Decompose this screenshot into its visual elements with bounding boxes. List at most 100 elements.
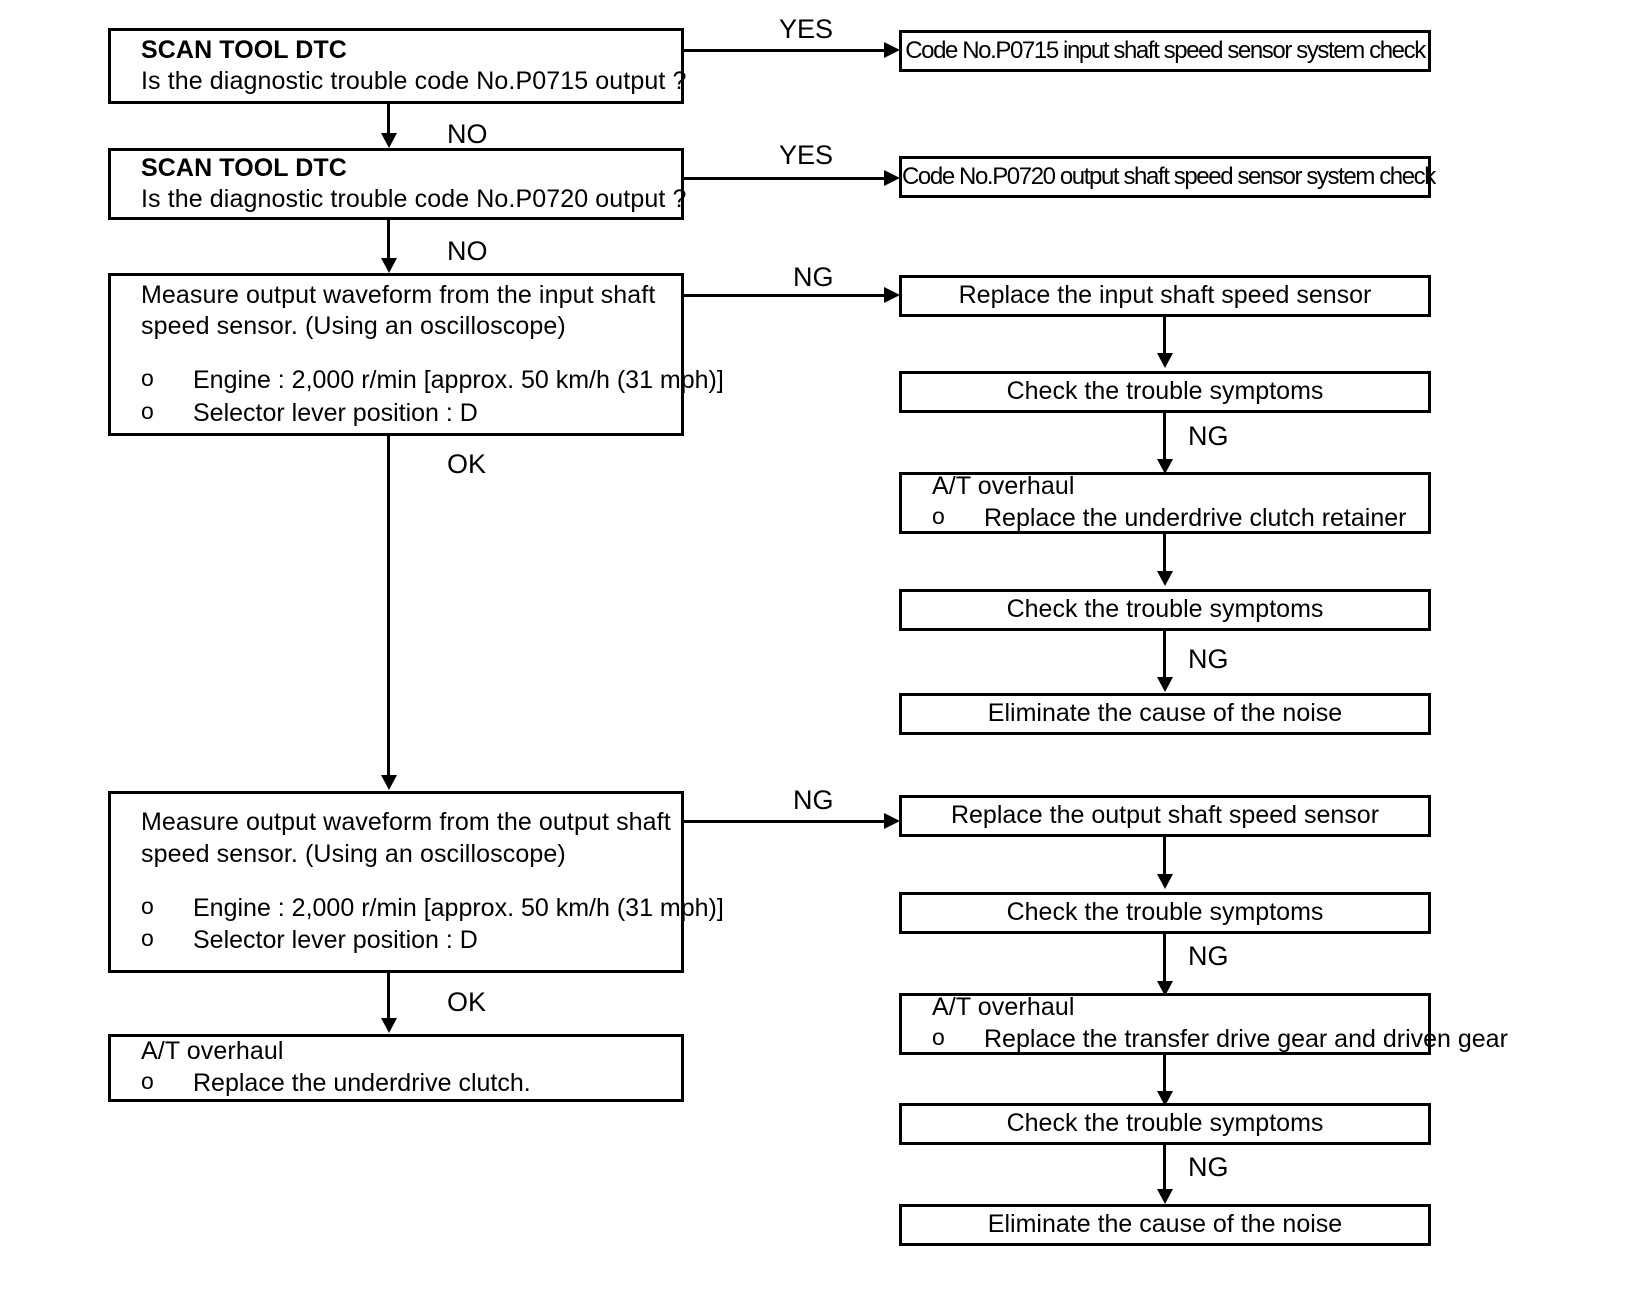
node-measure-output-shaft[interactable]: Measure output waveform from the output … [108, 791, 724, 973]
node-check-symptoms-1[interactable]: Check the trouble symptoms [899, 371, 1431, 413]
node-label: Check the trouble symptoms [1006, 898, 1324, 927]
label-yes-2: YES [779, 140, 834, 170]
node-replace-input-shaft-sensor[interactable]: Replace the input shaft speed sensor [899, 275, 1431, 317]
label-ng-r6: NG [1188, 941, 1229, 971]
arrow-r2 [1157, 459, 1173, 474]
connector-ok-2 [387, 973, 390, 1025]
arrow-yes-2 [884, 170, 900, 186]
node-check-symptoms-4[interactable]: Check the trouble symptoms [899, 1103, 1431, 1145]
connector-r3 [1163, 534, 1166, 574]
connector-r8 [1163, 1145, 1166, 1193]
label-no-2: NO [447, 236, 488, 266]
bullet-text: Selector lever position : D [193, 926, 478, 955]
bullet-marker: o [932, 503, 945, 530]
label-ng-r4: NG [1188, 644, 1229, 674]
measure-output-line-1: Measure output waveform from the output … [141, 808, 671, 837]
at-overhaul-bullet: o Replace the underdrive clutch retainer [932, 502, 1420, 535]
connector-r4 [1163, 631, 1166, 681]
node-heading: SCAN TOOL DTC [141, 153, 347, 182]
arrow-ng-1 [884, 287, 900, 303]
measure-input-line-1: Measure output waveform from the input s… [141, 280, 656, 309]
node-scan-tool-dtc-p0720[interactable]: SCAN TOOL DTC Is the diagnostic trouble … [108, 148, 687, 220]
arrow-r5 [1157, 874, 1173, 889]
arrow-r8 [1157, 1189, 1173, 1204]
bullet-marker: o [932, 1024, 945, 1051]
connector-yes-1 [684, 49, 886, 52]
connector-r1 [1163, 317, 1166, 357]
node-replace-output-shaft-sensor[interactable]: Replace the output shaft speed sensor [899, 795, 1431, 837]
at-overhaul-heading: A/T overhaul [932, 472, 1075, 501]
bullet-marker: o [141, 365, 154, 392]
arrow-r1 [1157, 353, 1173, 368]
bullet-text: Replace the underdrive clutch retainer [984, 504, 1407, 533]
node-label: Check the trouble symptoms [1006, 377, 1324, 406]
node-measure-input-shaft[interactable]: Measure output waveform from the input s… [108, 273, 724, 436]
at-overhaul-heading: A/T overhaul [932, 993, 1075, 1022]
node-at-overhaul-retainer[interactable]: A/T overhaul o Replace the underdrive cl… [899, 472, 1431, 534]
label-ng-r2: NG [1188, 421, 1229, 451]
connector-r6 [1163, 934, 1166, 986]
node-label: Check the trouble symptoms [1006, 1109, 1324, 1138]
connector-ng-1 [684, 294, 886, 297]
connector-r2 [1163, 413, 1166, 465]
node-check-symptoms-3[interactable]: Check the trouble symptoms [899, 892, 1431, 934]
measure-input-bullet-1: o Engine : 2,000 r/min [approx. 50 km/h … [141, 364, 724, 397]
bullet-text: Replace the transfer drive gear and driv… [984, 1025, 1508, 1054]
node-check-symptoms-2[interactable]: Check the trouble symptoms [899, 589, 1431, 631]
label-ok-2: OK [447, 987, 487, 1017]
connector-ng-2 [684, 820, 886, 823]
bullet-marker: o [141, 1068, 154, 1095]
node-label: Eliminate the cause of the noise [987, 1210, 1343, 1239]
connector-ok-1 [387, 436, 390, 780]
node-code-p0720-check[interactable]: Code No.P0720 output shaft speed sensor … [899, 156, 1436, 198]
measure-output-bullet-1: o Engine : 2,000 r/min [approx. 50 km/h … [141, 892, 724, 925]
bullet-text: Replace the underdrive clutch. [193, 1069, 531, 1098]
node-question: Is the diagnostic trouble code No.P0720 … [141, 185, 687, 213]
node-label: Check the trouble symptoms [1006, 595, 1324, 624]
node-at-overhaul-transfer-gear[interactable]: A/T overhaul o Replace the transfer driv… [899, 993, 1508, 1056]
arrow-r3 [1157, 571, 1173, 586]
connector-no-2 [387, 220, 390, 266]
node-label: Eliminate the cause of the noise [987, 699, 1343, 728]
arrow-yes-1 [884, 42, 900, 58]
label-ok-1: OK [447, 449, 487, 479]
label-yes-1: YES [779, 14, 834, 44]
connector-r7 [1163, 1055, 1166, 1095]
node-label: Replace the output shaft speed sensor [950, 801, 1380, 830]
node-label: Code No.P0720 output shaft speed sensor … [902, 163, 1436, 190]
label-no-1: NO [447, 119, 488, 149]
measure-output-line-2: speed sensor. (Using an oscilloscope) [141, 839, 566, 868]
label-ng-r8: NG [1188, 1152, 1229, 1182]
node-label: Code No.P0715 input shaft speed sensor s… [905, 37, 1426, 64]
node-scan-tool-dtc-p0715[interactable]: SCAN TOOL DTC Is the diagnostic trouble … [108, 28, 687, 104]
measure-output-bullet-2: o Selector lever position : D [141, 924, 673, 957]
arrow-r4 [1157, 677, 1173, 692]
at-overhaul-bullet: o Replace the transfer drive gear and dr… [932, 1023, 1508, 1056]
connector-no-1 [387, 104, 390, 139]
measure-input-line-2: speed sensor. (Using an oscilloscope) [141, 312, 566, 340]
node-eliminate-noise-1[interactable]: Eliminate the cause of the noise [899, 693, 1431, 735]
bullet-text: Engine : 2,000 r/min [approx. 50 km/h (3… [193, 366, 724, 395]
node-at-overhaul-underdrive-clutch[interactable]: A/T overhaul o Replace the underdrive cl… [108, 1034, 684, 1102]
measure-input-bullet-2: o Selector lever position : D [141, 397, 673, 430]
arrow-no-1 [381, 133, 397, 148]
connector-yes-2 [684, 177, 886, 180]
at-overhaul-bullet: o Replace the underdrive clutch. [141, 1067, 673, 1100]
arrow-ok-2 [381, 1018, 397, 1033]
node-code-p0715-check[interactable]: Code No.P0715 input shaft speed sensor s… [899, 30, 1431, 72]
spacer [141, 870, 673, 892]
arrow-r7 [1157, 1091, 1173, 1106]
node-heading: SCAN TOOL DTC [141, 35, 347, 64]
node-label: Replace the input shaft speed sensor [958, 281, 1372, 310]
label-ng-1: NG [793, 262, 834, 292]
node-eliminate-noise-2[interactable]: Eliminate the cause of the noise [899, 1204, 1431, 1246]
bullet-marker: o [141, 892, 154, 919]
arrow-r6 [1157, 981, 1173, 996]
arrow-ok-1 [381, 775, 397, 790]
bullet-marker: o [141, 925, 154, 952]
spacer [141, 342, 673, 364]
arrow-no-2 [381, 258, 397, 273]
bullet-text: Engine : 2,000 r/min [approx. 50 km/h (3… [193, 893, 724, 922]
node-question: Is the diagnostic trouble code No.P0715 … [141, 67, 687, 95]
